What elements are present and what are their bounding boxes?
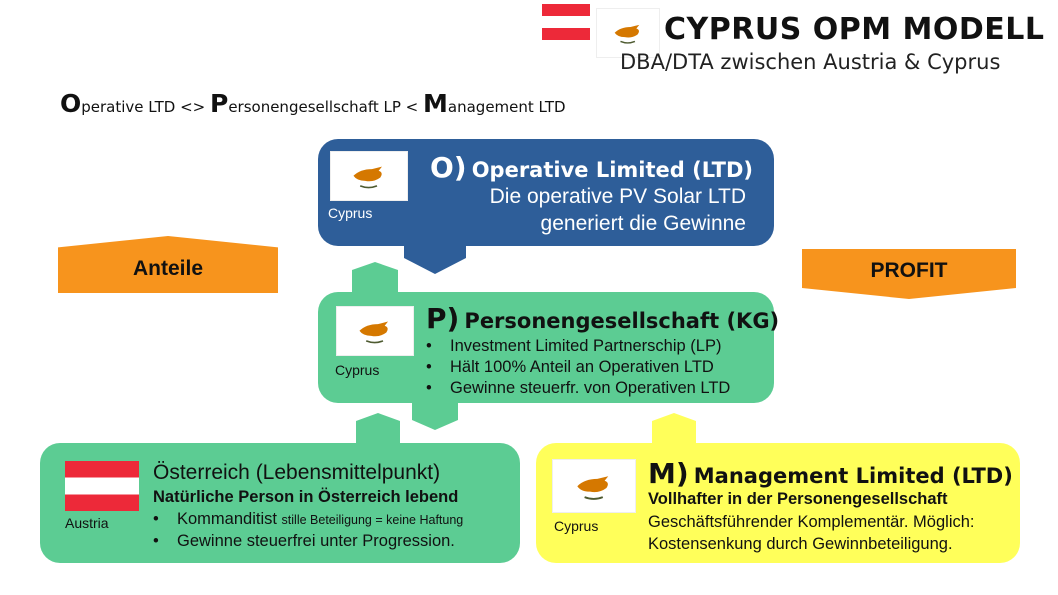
box-title: O) Operative Limited (LTD) (430, 151, 753, 184)
profit-label: PROFIT (870, 259, 948, 282)
box-letter: M) (648, 457, 689, 490)
cyprus-flag-icon (596, 8, 660, 58)
bullet-list: Kommanditist stille Beteiligung = keine … (153, 509, 463, 552)
connector-p-up (352, 262, 398, 292)
list-item: Hält 100% Anteil an Operativen LTD (426, 357, 730, 378)
box-letter: P) (426, 302, 460, 335)
formula-o-letter: O (60, 89, 82, 118)
formula-o-rest: perative LTD <> (81, 98, 210, 116)
cyprus-flag-icon (330, 151, 408, 201)
austria-flag-icon (65, 461, 139, 511)
box-letter: O) (430, 151, 467, 184)
management-ltd-box: Cyprus M) Management Limited (LTD) Vollh… (536, 443, 1020, 563)
box-line-2: Kostensenkung durch Gewinnbeteiligung. (648, 535, 953, 553)
bullet-note: stille Beteiligung = keine Haftung (281, 513, 464, 527)
box-line-2: generiert die Gewinne (540, 212, 746, 235)
connector-o-down (404, 244, 466, 274)
bullet-list: Investment Limited Partnerschip (LP) Häl… (426, 336, 730, 399)
connector-p-down (412, 400, 458, 430)
bullet-main: Kommanditist (177, 510, 277, 528)
formula-m-rest: anagement LTD (447, 98, 566, 116)
flag-label: Austria (65, 515, 109, 531)
box-subheading: Vollhafter in der Personengesellschaft (648, 490, 948, 508)
flag-label: Cyprus (335, 362, 380, 378)
austria-flag-icon (542, 4, 590, 40)
list-item: Investment Limited Partnerschip (LP) (426, 336, 730, 357)
list-item: Gewinne steuerfr. von Operativen LTD (426, 378, 730, 399)
page-title: CYPRUS OPM MODELL (664, 12, 1045, 47)
box-name: Personengesellschaft (KG) (464, 309, 780, 333)
connector-m-up (652, 413, 696, 443)
box-subheading: Natürliche Person in Österreich lebend (153, 488, 459, 506)
formula-p-rest: ersonengesellschaft LP < (228, 98, 424, 116)
box-name: Management Limited (LTD) (693, 464, 1013, 488)
box-title: P) Personengesellschaft (KG) (426, 302, 779, 335)
profit-arrow: PROFIT (802, 249, 1016, 299)
personengesellschaft-box: Cyprus P) Personengesellschaft (KG) Inve… (318, 292, 779, 403)
flag-label: Cyprus (328, 205, 373, 221)
flag-label: Cyprus (554, 518, 599, 534)
formula-p-letter: P (209, 89, 229, 118)
cyprus-flag-icon (552, 459, 636, 513)
list-item: Kommanditist stille Beteiligung = keine … (153, 509, 463, 531)
anteile-label: Anteile (132, 256, 203, 280)
cyprus-flag-icon (336, 306, 414, 356)
box-line-1: Geschäftsführender Komplementär. Möglich… (648, 513, 975, 531)
box-name: Operative Limited (LTD) (471, 158, 753, 182)
connector-at-up (356, 413, 400, 443)
anteile-arrow: Anteile (58, 236, 278, 293)
list-item: Gewinne steuerfrei unter Progression. (153, 531, 463, 552)
box-title: M) Management Limited (LTD) (648, 457, 1013, 490)
austria-person-box: Austria Österreich (Lebensmittelpunkt) N… (40, 443, 520, 563)
formula-m-letter: M (423, 89, 448, 118)
page-subtitle: DBA/DTA zwischen Austria & Cyprus (620, 50, 1001, 74)
operative-ltd-box: Cyprus O) Operative Limited (LTD) Die op… (318, 139, 774, 246)
box-heading: Österreich (Lebensmittelpunkt) (153, 461, 441, 484)
structure-formula: Operative LTD <> Personengesellschaft LP… (60, 89, 566, 118)
box-line-1: Die operative PV Solar LTD (489, 185, 746, 208)
